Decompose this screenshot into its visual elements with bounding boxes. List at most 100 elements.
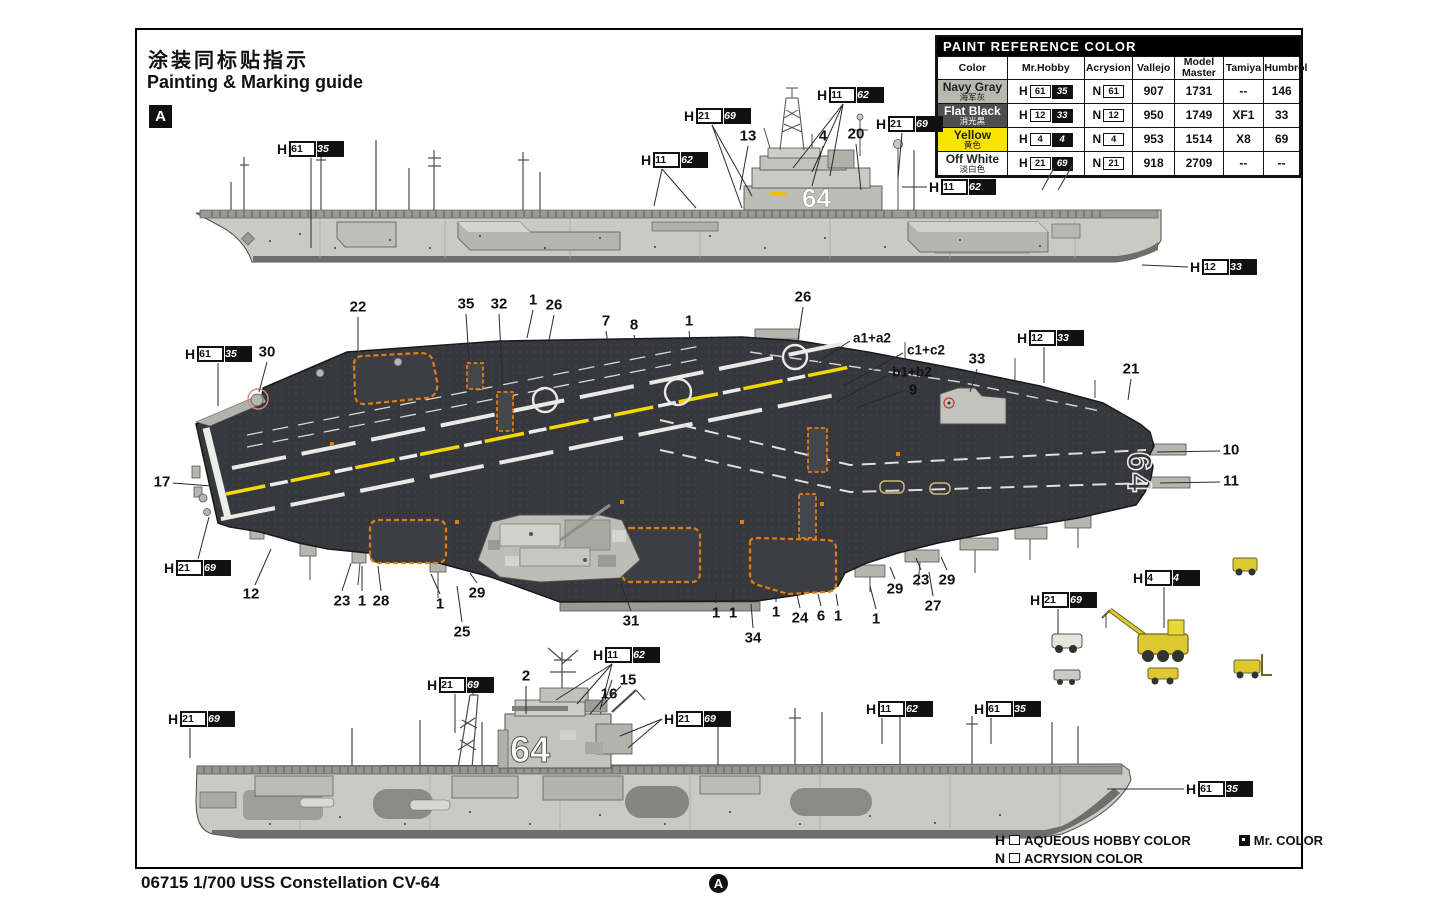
humbrol-cell: 146	[1263, 79, 1300, 105]
page-a-badge: A	[709, 874, 728, 893]
part-callout-28: 28	[372, 592, 390, 610]
paint-table-col-vallejo: Vallejo	[1131, 55, 1176, 81]
part-callout-10: 10	[1222, 441, 1240, 459]
part-callout-8: 8	[629, 316, 639, 334]
vallejo-cell: 950	[1131, 103, 1176, 129]
humbrol-cell: --	[1263, 151, 1300, 177]
topview-masts	[230, 140, 1073, 212]
part-callout-2: 2	[521, 667, 531, 685]
page-frame	[135, 28, 1303, 869]
part-callout-29: 29	[886, 580, 904, 598]
island-hull-number-topview: 64	[802, 183, 831, 213]
part-callout-11: 11	[1223, 472, 1239, 490]
white-box-icon	[1009, 853, 1021, 863]
part-callout-24: 24	[791, 609, 809, 627]
part-callout-27: 27	[924, 597, 942, 615]
page-title-en: Painting & Marking guide	[147, 72, 364, 92]
deck-hull-number: 64	[1120, 452, 1158, 494]
deck-vehicles-illustration	[1051, 557, 1272, 685]
gray-tug	[1053, 669, 1081, 685]
color-system-legend: H AQUEOUS HOBBY COLOR Mr. COLOR N ACRYSI…	[995, 832, 1323, 868]
part-callout-34: 34	[744, 629, 762, 647]
part-callout-4: 4	[818, 127, 828, 145]
part-callout-1: 1	[871, 610, 881, 628]
island-hull-number-bottomview: 64	[510, 729, 550, 770]
acrysion-prefix: N	[995, 850, 1006, 866]
yellow-tug	[1147, 667, 1179, 685]
part-callout-12: 12	[242, 585, 260, 603]
part-callout-7: 7	[601, 312, 611, 330]
planview-island	[477, 503, 641, 583]
page-title-zh: 涂装同标贴指示	[148, 50, 309, 72]
acrysion-label: ACRYSION COLOR	[1024, 850, 1143, 866]
ship-starboard-profile-illustration: 64	[195, 87, 1162, 263]
vallejo-cell: 907	[1131, 79, 1176, 105]
part-callout-26: 26	[545, 296, 563, 314]
paint-table-col-color: Color	[937, 55, 1008, 81]
part-callout-29: 29	[468, 584, 486, 602]
part-callout-15: 15	[619, 671, 637, 689]
black-box-icon	[1238, 834, 1250, 846]
part-callout-21: 21	[1122, 360, 1140, 378]
part-callout-23: 23	[333, 592, 351, 610]
part-callout-a1-a2: a1+a2	[853, 330, 891, 346]
bottomview-masts	[351, 647, 1079, 769]
deck-elevators	[352, 351, 838, 596]
part-callout-35: 35	[457, 295, 475, 313]
yellow-truck	[1232, 557, 1258, 576]
ship-port-profile-illustration: 64	[195, 647, 1132, 839]
part-callout-30: 30	[258, 343, 276, 361]
kit-number-title: 06715 1/700 USS Constellation CV-64	[141, 873, 440, 892]
deck-tractor	[1051, 633, 1083, 653]
tamiya-cell: X8	[1222, 127, 1265, 153]
white-box-icon	[1009, 835, 1021, 845]
aqueous-label: AQUEOUS HOBBY COLOR	[1024, 832, 1191, 848]
paint-table-title: PAINT REFERENCE COLOR	[937, 37, 1300, 56]
topview-island: 64	[743, 87, 903, 213]
part-callout-32: 32	[490, 295, 508, 313]
vallejo-cell: 918	[1131, 151, 1176, 177]
model-master-cell: 1749	[1174, 103, 1224, 129]
part-callout-17: 17	[153, 473, 171, 491]
part-callout-c1-c2: c1+c2	[907, 342, 945, 358]
part-callout-1: 1	[435, 595, 445, 613]
paint-table-col-humbrol: Humbrol	[1263, 55, 1307, 81]
aqueous-prefix: H	[995, 832, 1006, 848]
paint-table-col-acrysion: Acrysion	[1083, 55, 1133, 81]
part-callout-1: 1	[684, 312, 694, 330]
part-callout-1: 1	[833, 607, 843, 625]
